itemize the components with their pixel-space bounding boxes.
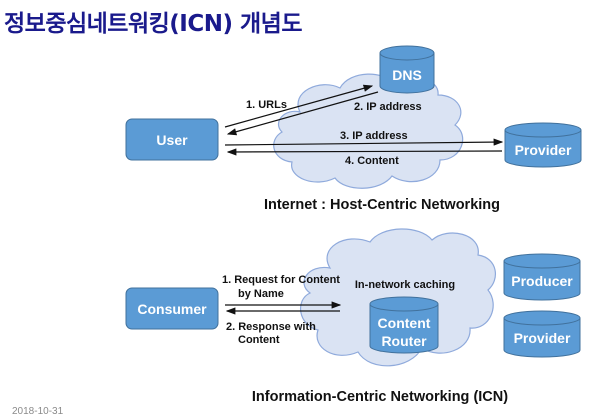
label-in-network-caching: In-network caching [355,279,455,291]
internet-cloud [273,73,464,189]
user-node[interactable]: User [125,118,219,161]
page-title: 정보중심네트워킹(ICN) 개념도 [4,11,302,37]
label-urls: 1. URLs [246,99,287,111]
provider-node-top[interactable]: Provider [504,122,582,168]
label-request-line1: 1. Request for Content [222,274,340,286]
arrow-urls [224,84,374,128]
arrow-content [226,148,503,156]
label-ip-address-provider: 3. IP address [340,130,408,142]
label-request-line2: by Name [238,288,284,300]
arrow-ip-address-dns [226,91,379,136]
label-response-line2: Content [238,334,280,346]
provider-label-top: Provider [515,142,572,158]
user-label: User [156,132,188,148]
label-ip-address-dns: 2. IP address [354,101,422,113]
slide-date: 2018-10-31 [12,406,64,417]
content-router-node[interactable]: Content Router [369,296,439,354]
arrow-ip-address-provider [224,138,504,146]
dns-node[interactable]: DNS [379,45,435,94]
content-router-label-line2: Router [381,333,427,349]
caption-icn: Information-Centric Networking (ICN) [252,389,508,405]
label-content: 4. Content [345,155,399,167]
producer-label: Producer [511,273,573,289]
consumer-label: Consumer [137,301,207,317]
dns-label: DNS [392,67,422,83]
label-response-line1: 2. Response with [226,321,316,333]
caption-host-centric: Internet : Host-Centric Networking [264,197,500,213]
provider-label-bottom: Provider [514,330,571,346]
content-router-label-line1: Content [378,315,431,331]
consumer-node[interactable]: Consumer [125,287,219,330]
provider-node-bottom[interactable]: Provider [503,310,581,358]
producer-node[interactable]: Producer [503,253,581,301]
